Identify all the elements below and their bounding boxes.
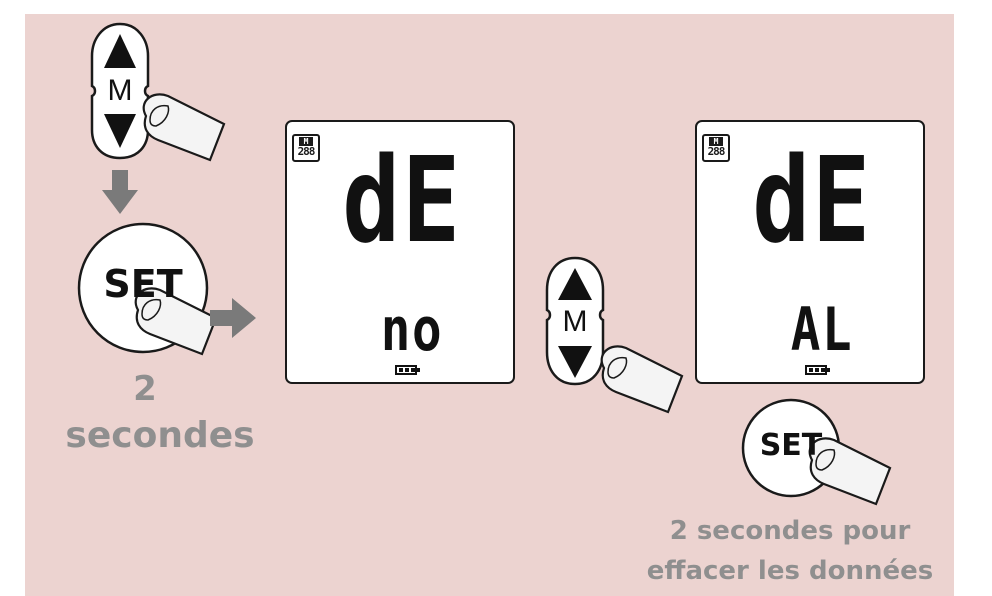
display-main-text: dE xyxy=(742,140,881,260)
m-button-label: M xyxy=(104,74,136,108)
display-sub-text: no xyxy=(367,300,457,360)
display-screen-2: M 288 dE AL xyxy=(695,120,925,384)
memory-icon: M 288 xyxy=(702,134,730,162)
final-instruction-line-1: 2 secondes pour xyxy=(600,516,980,546)
set-button-label: SET xyxy=(92,262,194,306)
display-main-text: dE xyxy=(332,140,471,260)
arrow-right-icon xyxy=(210,298,256,338)
memory-icon: M 288 xyxy=(292,134,320,162)
final-instruction-line-2: effacer les données xyxy=(600,556,980,586)
arrow-down-icon xyxy=(102,170,138,214)
m-button-label: M xyxy=(559,305,591,339)
display-sub-text: AL xyxy=(777,300,867,360)
duration-number: 2 xyxy=(95,370,195,408)
battery-icon xyxy=(805,365,827,375)
duration-unit: secondes xyxy=(60,416,260,456)
battery-icon xyxy=(395,365,417,375)
finger-icon xyxy=(602,346,682,412)
finger-icon xyxy=(144,94,224,160)
display-screen-1: M 288 dE no xyxy=(285,120,515,384)
set-button-label: SET xyxy=(752,428,830,463)
